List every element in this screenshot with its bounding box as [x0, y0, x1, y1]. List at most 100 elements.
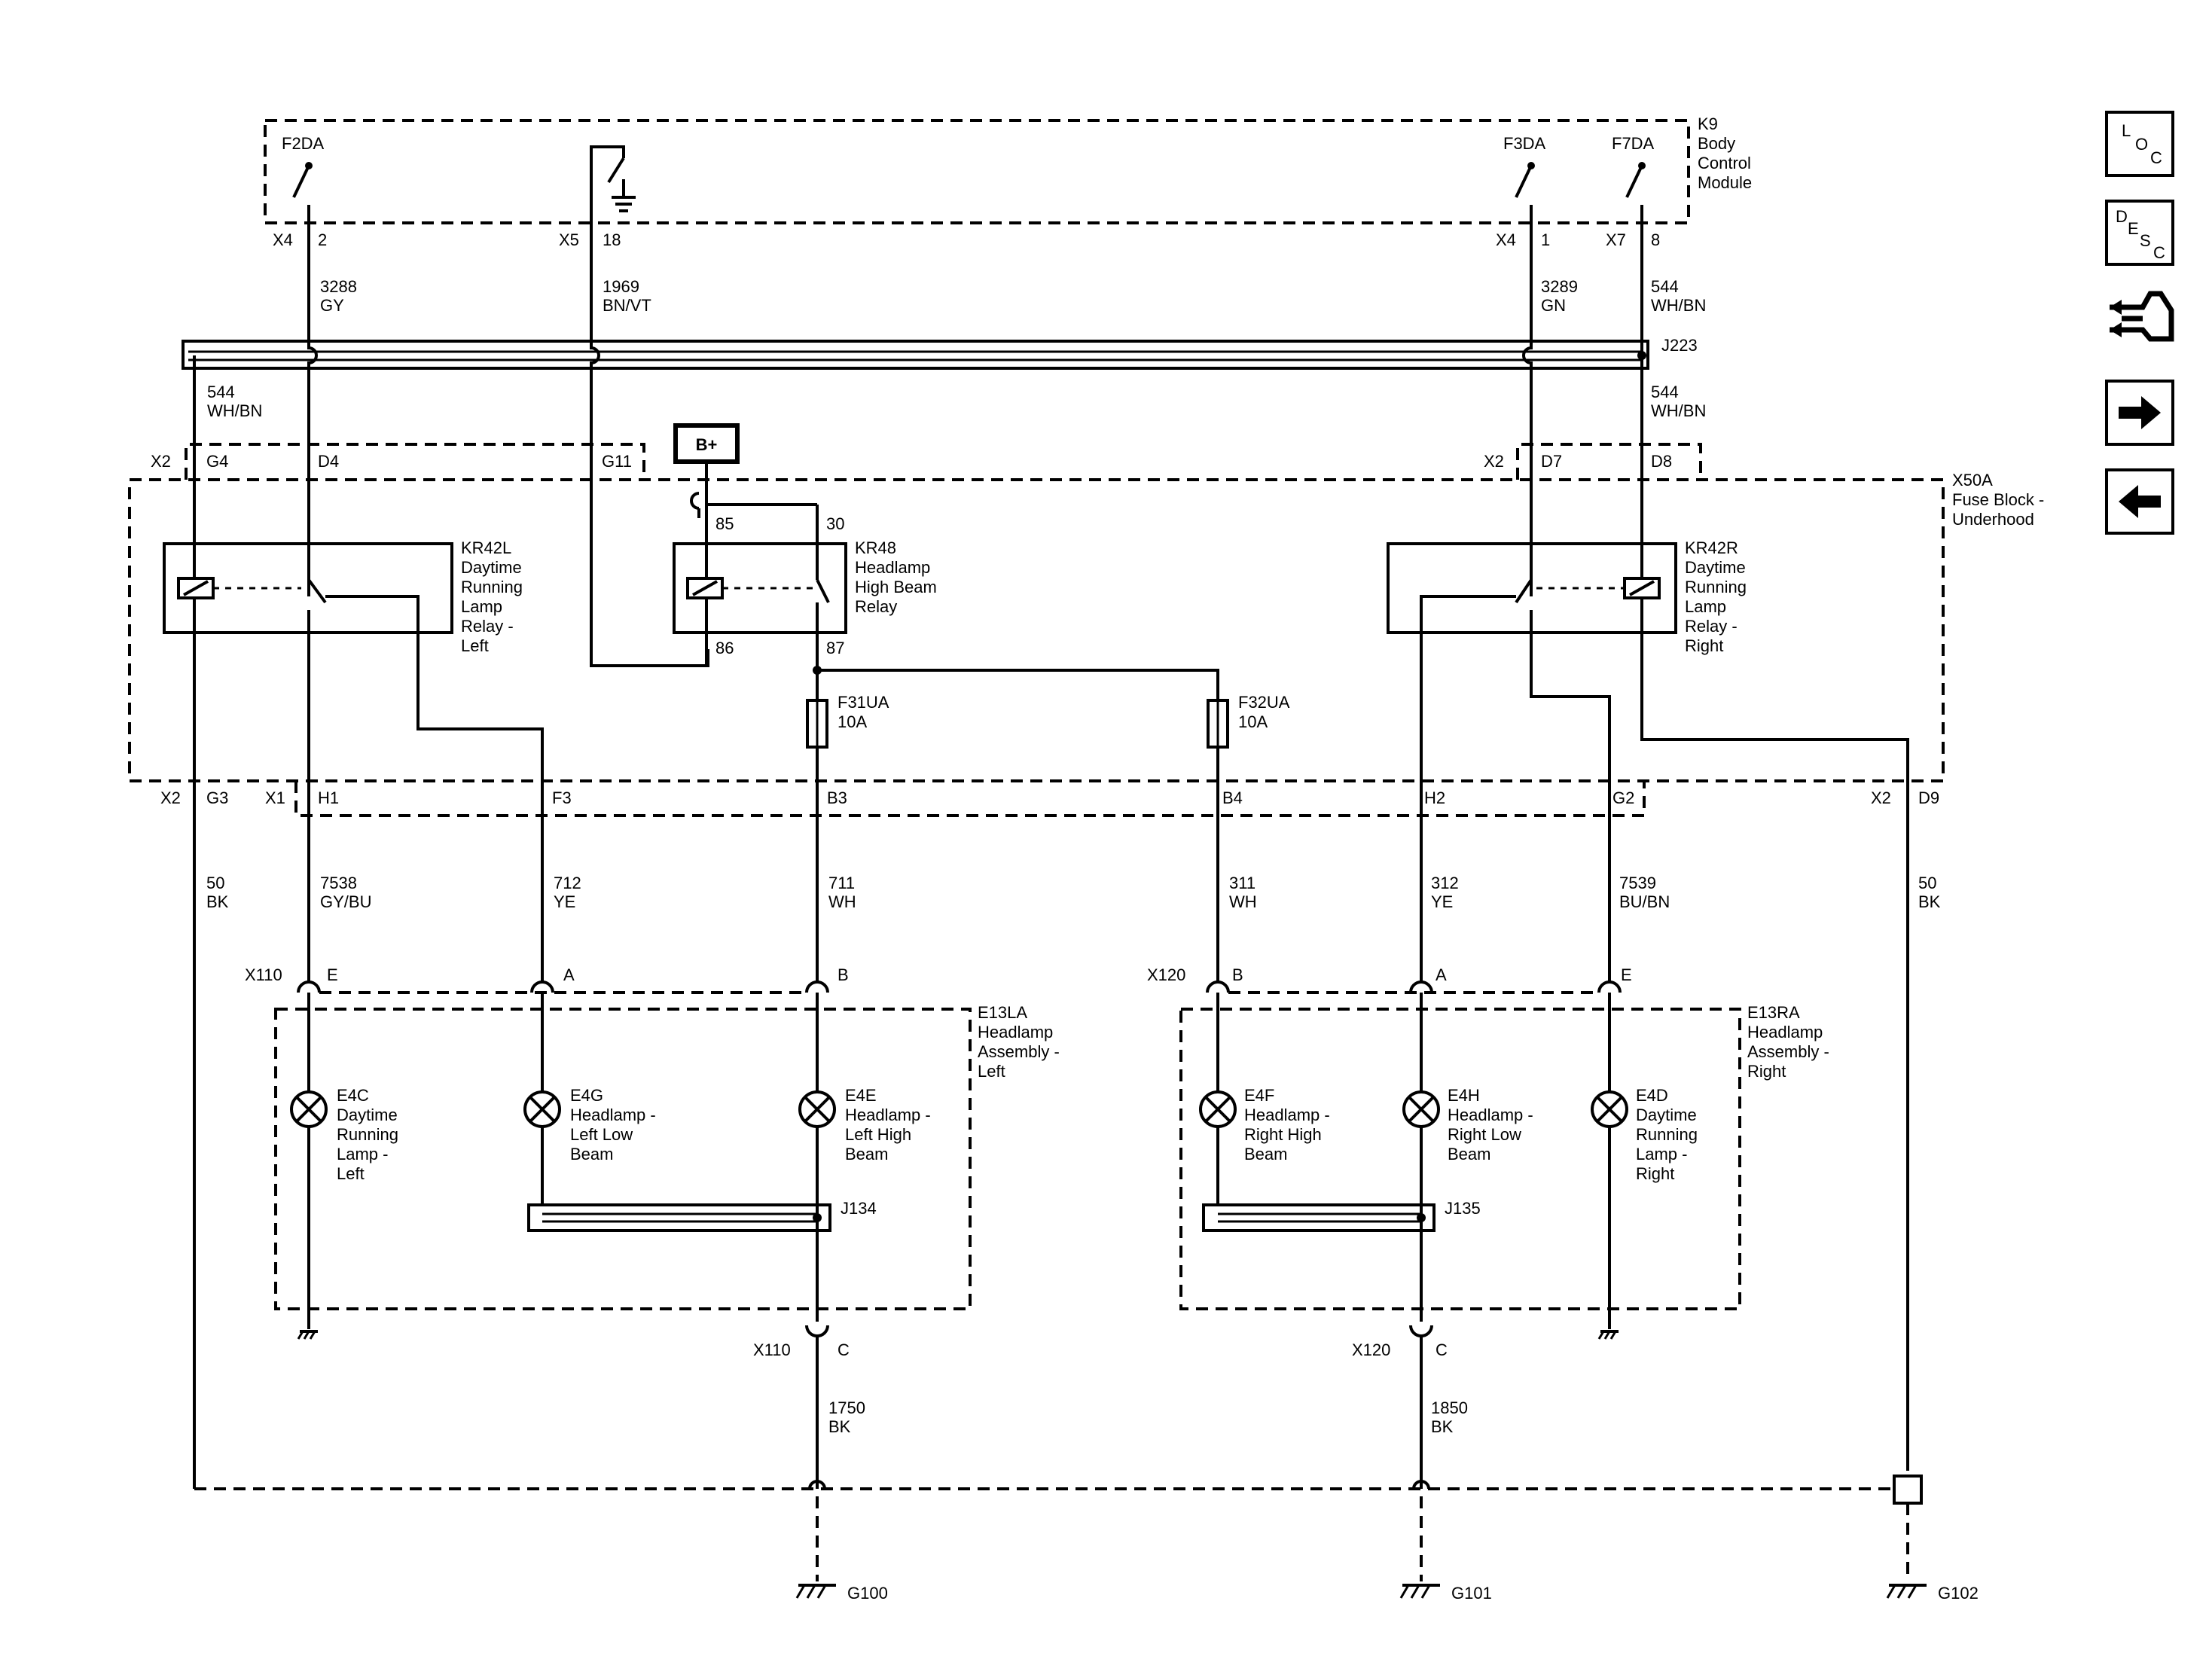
label-fuse-block-bottom-pins-7-connector: X2: [1871, 788, 1891, 807]
label-lamps-4-name-lines-0: Headlamp -: [1448, 1106, 1533, 1124]
label-wires-mid-5-circuit: 312: [1431, 874, 1459, 892]
switch-label-f3da: F3DA: [1503, 134, 1546, 153]
label-fuses-1-rating: 10A: [1238, 712, 1268, 731]
label-wires-mid-6-color: BU/BN: [1619, 892, 1670, 911]
label-splice-top: J223: [1661, 336, 1698, 355]
label-module-pins-2-pin: 1: [1541, 230, 1550, 249]
label-wires-splice-down-0-circuit: 544: [207, 383, 235, 401]
label-relays-2-name-lines-2: Lamp: [1685, 597, 1726, 616]
label-wires-splice-down-1-color: WH/BN: [1651, 401, 1706, 420]
label-connectors-0-ref: X110: [245, 965, 282, 984]
lamp-e4d: E4D Daytime Running Lamp - Right: [1591, 1086, 1698, 1183]
label-wires-top-3-circuit: 544: [1651, 277, 1679, 296]
desc-button[interactable]: D E S C: [2105, 200, 2174, 266]
connector-button[interactable]: [2105, 285, 2174, 354]
label-fuse-block-top-pins-0-connector: X2: [151, 452, 171, 471]
label-lamps-5-name-lines-3: Right: [1636, 1164, 1674, 1183]
label-grounds-2: G102: [1938, 1584, 1979, 1603]
label-wires-mid-6-circuit: 7539: [1619, 874, 1656, 892]
next-button[interactable]: [2105, 380, 2174, 446]
label-lamps-4-ref: E4H: [1448, 1086, 1480, 1105]
label-lamps-5-name-lines-2: Lamp -: [1636, 1145, 1687, 1163]
label-relays-2-ref: KR42R: [1685, 538, 1738, 557]
label-connectors-1-pins-1: A: [1436, 965, 1447, 984]
label-fuse-block-ref: X50A: [1952, 471, 1993, 489]
desc-letter-d: D: [2116, 207, 2128, 226]
label-fuse-block-top-pins-3-connector: X2: [1484, 452, 1504, 471]
switch-f3da: [1515, 162, 1535, 223]
label-wires-top-0-circuit: 3288: [320, 277, 357, 296]
label-wires-mid-3-circuit: 711: [828, 874, 855, 892]
ground-g100: G100: [795, 1584, 888, 1603]
label-ground-connectors-1-connector: X120: [1352, 1340, 1390, 1359]
label-fuse-block-name-lines-1: Underhood: [1952, 510, 2034, 529]
label-wires-ground-0-color: BK: [828, 1417, 851, 1436]
label-wires-mid-7-color: BK: [1918, 892, 1941, 911]
label-relays-2-name-lines-4: Right: [1685, 636, 1723, 655]
battery-b-plus: B+: [673, 423, 817, 518]
label-grounds-1: G101: [1451, 1584, 1492, 1603]
label-wires-mid-1-color: GY/BU: [320, 892, 371, 911]
loc-letter-c: C: [2150, 148, 2162, 167]
connector-x120: X120 B A E: [1147, 965, 1632, 994]
splice-j223: J223: [182, 336, 1698, 370]
label-module-pins-2-connector: X4: [1496, 230, 1516, 249]
ground-connector-right: X120 C 1850 BK: [1352, 1325, 1468, 1489]
label-module-pins-3-pin: 8: [1651, 230, 1660, 249]
loc-button[interactable]: L O C: [2105, 111, 2174, 177]
label-relays-0-name-lines-3: Relay -: [461, 617, 514, 636]
headlamp-assembly-right: E13RA Headlamp Assembly - Right J135: [1179, 993, 1829, 1340]
label-module-pins-1-connector: X5: [559, 230, 579, 249]
label-assemblies-0-ref: E13LA: [978, 1003, 1027, 1022]
label-lamps-1-name-lines-2: Beam: [570, 1145, 613, 1163]
label-relays-2-name-lines-0: Daytime: [1685, 558, 1746, 577]
label-fuse-block-bottom-pins-1-pin: H1: [318, 788, 339, 807]
label-assemblies-1-name-lines-2: Right: [1747, 1062, 1786, 1081]
label-wires-mid-4-circuit: 311: [1229, 874, 1256, 892]
label-relays-1-pins-2: 86: [715, 639, 734, 657]
switch-ground: [590, 145, 636, 223]
loc-letter-o: O: [2135, 135, 2149, 154]
label-wires-top-1-color: BN/VT: [603, 296, 651, 315]
switch-label-f2da: F2DA: [282, 134, 325, 153]
label-wires-mid-0-circuit: 50: [206, 874, 224, 892]
switch-f7da: [1625, 162, 1646, 223]
label-fuse-block-bottom-pins-2-pin: F3: [552, 788, 572, 807]
desc-letter-s: S: [2140, 231, 2151, 250]
label-wires-ground-0-circuit: 1750: [828, 1398, 865, 1417]
relay-kr42r: KR42R Daytime Running Lamp Relay - Right: [1387, 538, 1747, 781]
label-lamps-2-name-lines-1: Left High: [845, 1125, 911, 1144]
label-relays-1-pins-1: 30: [826, 514, 844, 533]
back-button[interactable]: [2105, 468, 2174, 535]
label-wires-mid-0-color: BK: [206, 892, 229, 911]
mid-wire-labels: 50 BK 7538 GY/BU 712 YE 711 WH 311 WH 31…: [206, 874, 1941, 911]
label-fuse-block-top-pins-2-pin: G11: [602, 452, 632, 471]
label-lamps-1-ref: E4G: [570, 1086, 603, 1105]
label-assemblies-0-name-lines-2: Left: [978, 1062, 1005, 1081]
label-fuses-0-rating: 10A: [838, 712, 867, 731]
label-wires-ground-1-color: BK: [1431, 1417, 1454, 1436]
label-wires-mid-1-circuit: 7538: [320, 874, 357, 892]
label-relays-1-name-lines-1: High Beam: [855, 578, 937, 596]
label-module-pins-0-connector: X4: [273, 230, 293, 249]
connector-icon: [2110, 291, 2174, 342]
label-fuse-block-bottom-pins-4-pin: B4: [1222, 788, 1243, 807]
label-ground-connectors-0-pin: C: [838, 1340, 850, 1359]
label-wires-top-2-circuit: 3289: [1541, 277, 1578, 296]
lamp-e4g: E4G Headlamp - Left Low Beam: [523, 1086, 656, 1163]
switch-f2da: [292, 162, 313, 223]
label-relays-1-ref: KR48: [855, 538, 896, 557]
lower-wires: [193, 781, 1909, 1489]
label-wires-ground-1-circuit: 1850: [1431, 1398, 1468, 1417]
ground-bus: [194, 1475, 1923, 1581]
label-connectors-0-pins-1: A: [563, 965, 575, 984]
label-relays-2-name-lines-3: Relay -: [1685, 617, 1738, 636]
label-lamps-0-name-lines-3: Left: [337, 1164, 365, 1183]
label-assemblies-0-name-lines-0: Headlamp: [978, 1023, 1053, 1041]
arrow-left-icon: [2119, 485, 2161, 518]
label-wires-mid-5-color: YE: [1431, 892, 1453, 911]
label-lamps-3-name-lines-1: Right High: [1244, 1125, 1322, 1144]
label-fuse-block-bottom-pins-0-pin: G3: [206, 788, 228, 807]
ground-symbol: [1597, 1330, 1619, 1340]
